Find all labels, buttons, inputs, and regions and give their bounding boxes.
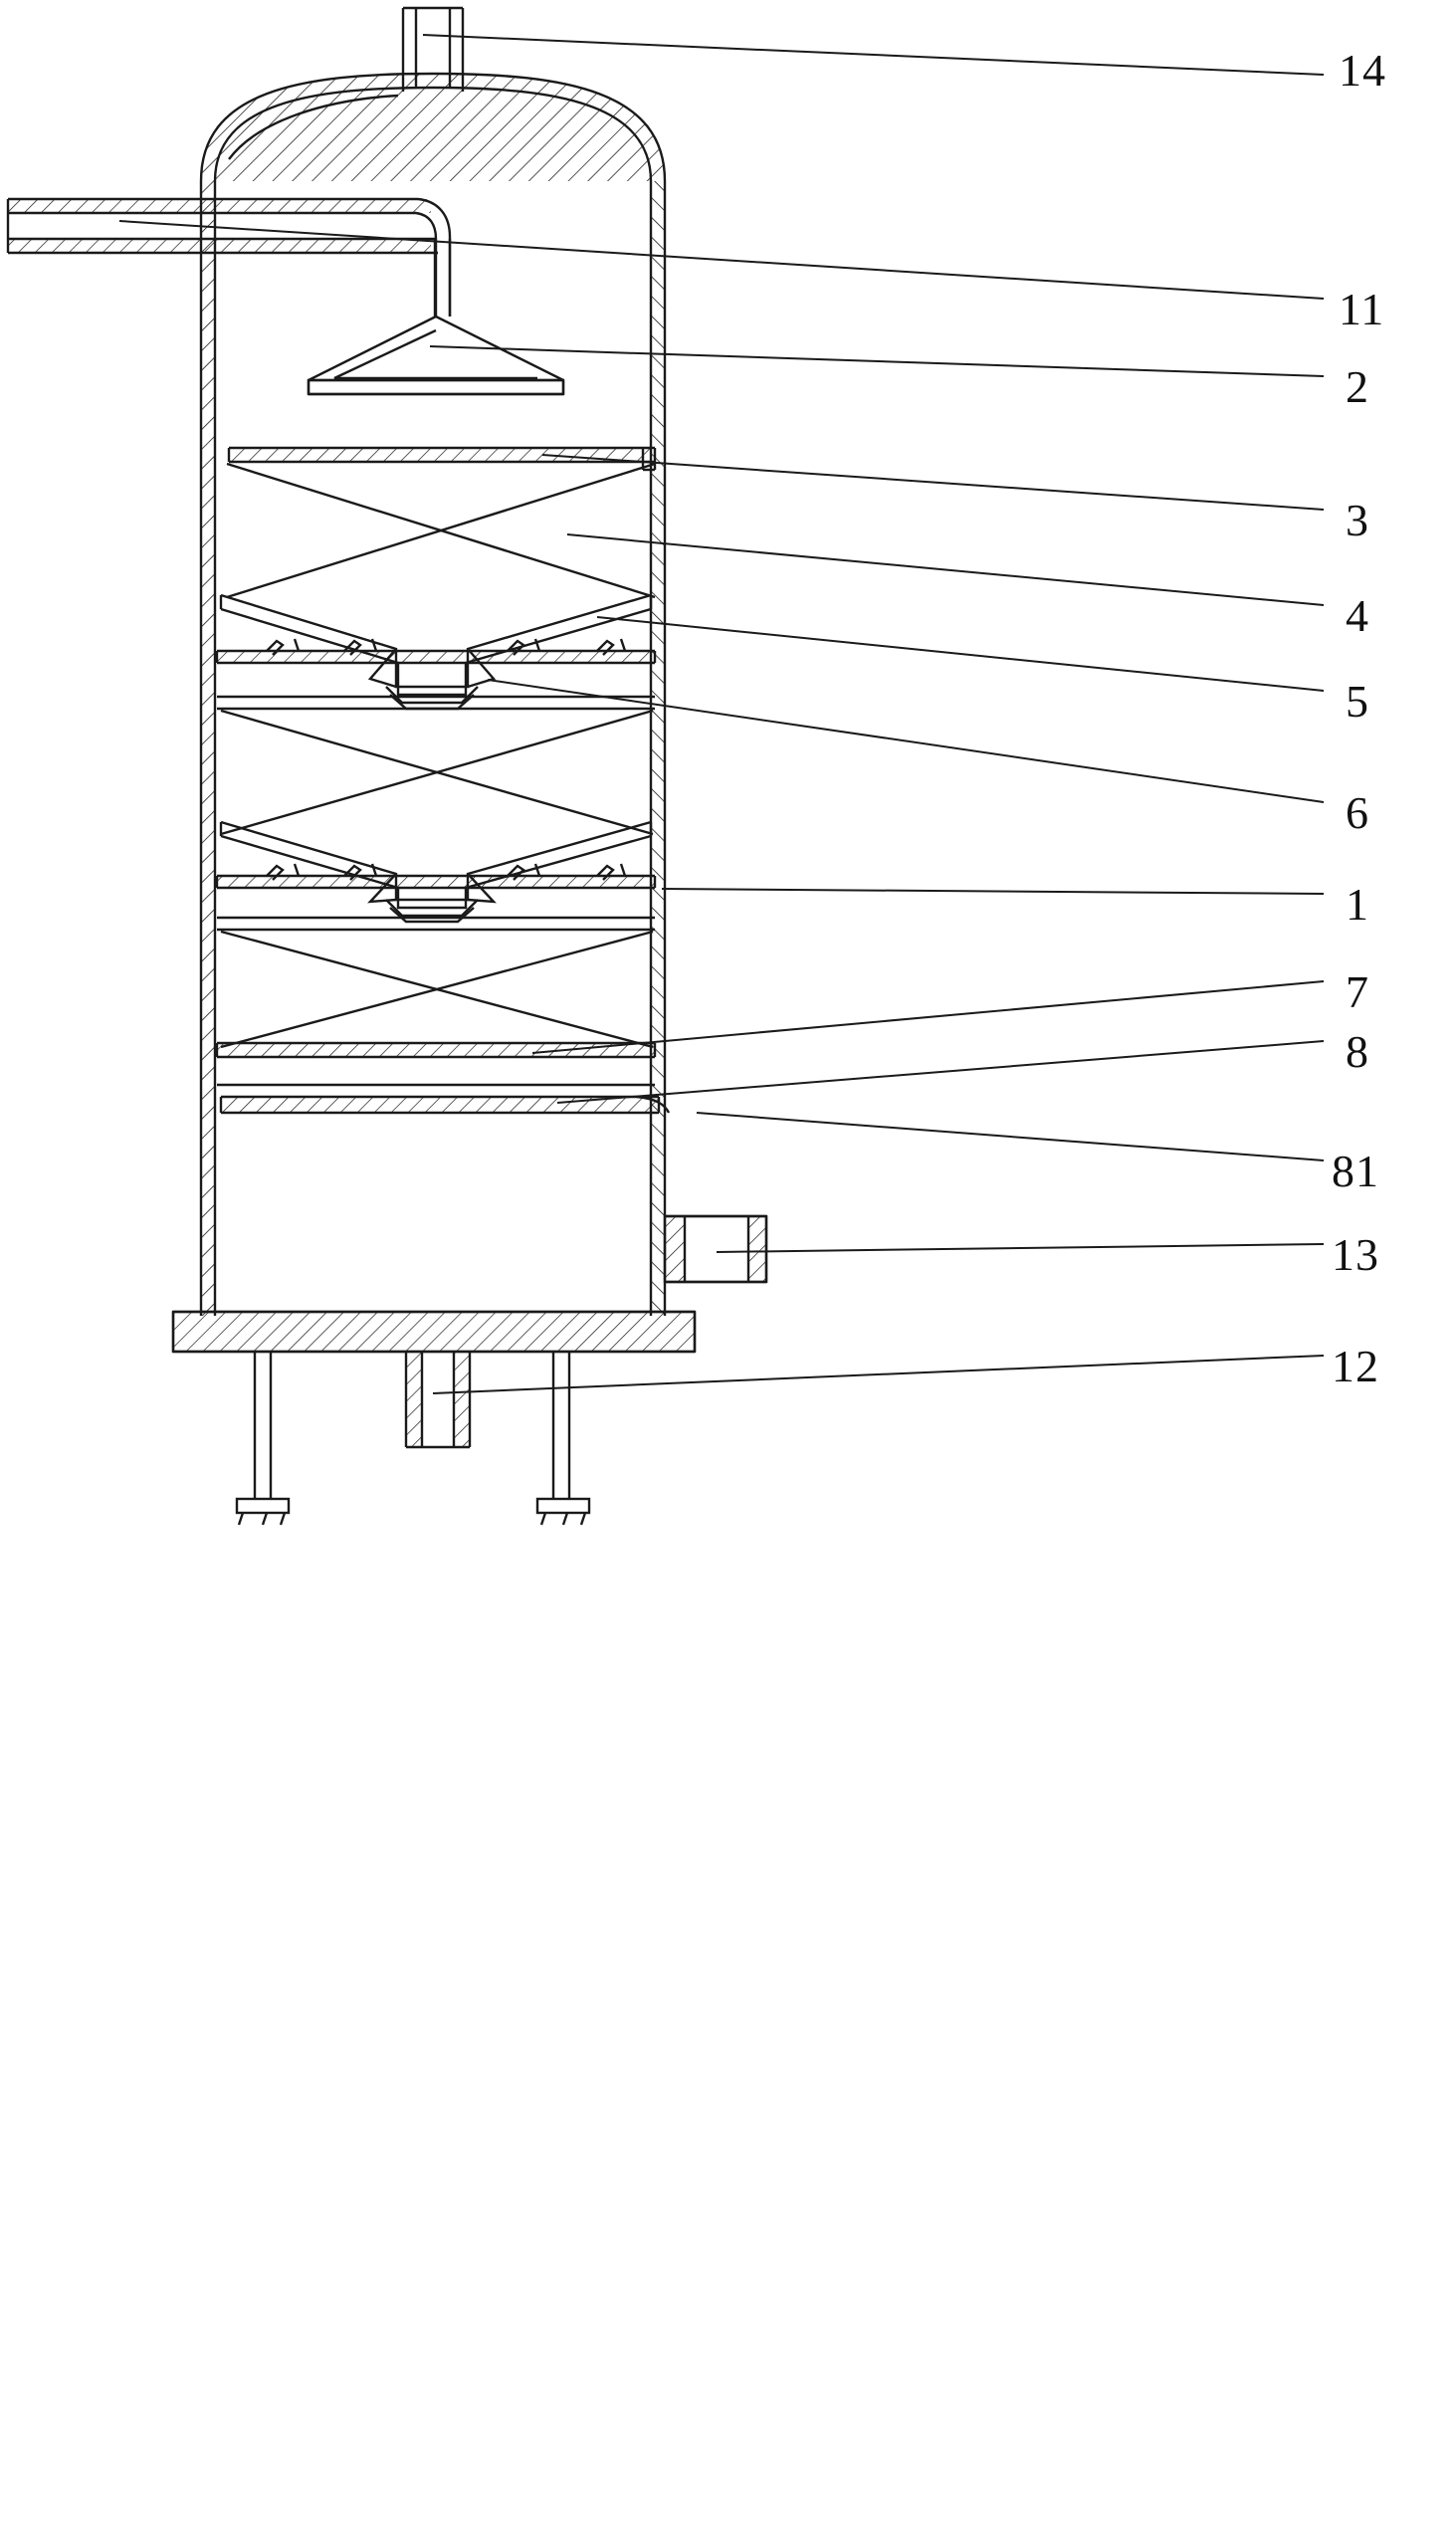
callout-13: 13 xyxy=(1332,1229,1379,1280)
support-legs xyxy=(235,1352,591,1526)
gas-distribution-plate xyxy=(219,1095,671,1115)
bottom-drain-pipe xyxy=(404,1352,472,1449)
side-inlet-pipe xyxy=(6,197,452,316)
callout-8: 8 xyxy=(1346,1026,1369,1077)
callout-11: 11 xyxy=(1339,284,1385,334)
leader-8 xyxy=(556,1040,1325,1104)
side-nozzle xyxy=(663,1214,768,1284)
callout-81: 81 xyxy=(1332,1146,1379,1196)
leader-13 xyxy=(716,1243,1325,1253)
leader-81 xyxy=(696,1112,1325,1161)
callout-6: 6 xyxy=(1346,787,1369,838)
callout-1: 1 xyxy=(1346,879,1369,930)
leader-11 xyxy=(118,220,1325,300)
callout-4: 4 xyxy=(1346,590,1369,641)
packing-layer-upper xyxy=(226,462,656,599)
packing-layer-lower xyxy=(220,930,654,1049)
leader-3 xyxy=(541,454,1325,511)
conical-collector-lower xyxy=(219,820,653,924)
leader-12 xyxy=(432,1355,1325,1394)
bubble-cap-tray-upper xyxy=(215,638,657,711)
callout-14: 14 xyxy=(1339,45,1386,96)
leader-2 xyxy=(429,345,1325,377)
base-flange xyxy=(171,1310,697,1354)
leader-7 xyxy=(531,980,1325,1054)
bubble-cap-tray-lower xyxy=(215,863,657,932)
callout-2: 2 xyxy=(1346,361,1369,412)
lower-support-grid xyxy=(215,1041,657,1087)
callout-5: 5 xyxy=(1346,676,1369,727)
callout-7: 7 xyxy=(1346,966,1369,1017)
leader-4 xyxy=(566,533,1325,606)
leader-6 xyxy=(487,679,1325,803)
leader-14 xyxy=(422,34,1325,76)
tower-dome xyxy=(199,72,667,182)
leader-5 xyxy=(596,616,1325,692)
spray-cone-distributor xyxy=(307,315,565,396)
tower-shell xyxy=(199,181,667,1316)
callout-12: 12 xyxy=(1332,1341,1379,1391)
leader-1 xyxy=(661,888,1325,895)
leader-lines xyxy=(118,34,1325,1394)
callout-3: 3 xyxy=(1346,495,1369,545)
packing-layer-middle xyxy=(220,709,654,836)
upper-perforated-tray xyxy=(227,446,657,472)
